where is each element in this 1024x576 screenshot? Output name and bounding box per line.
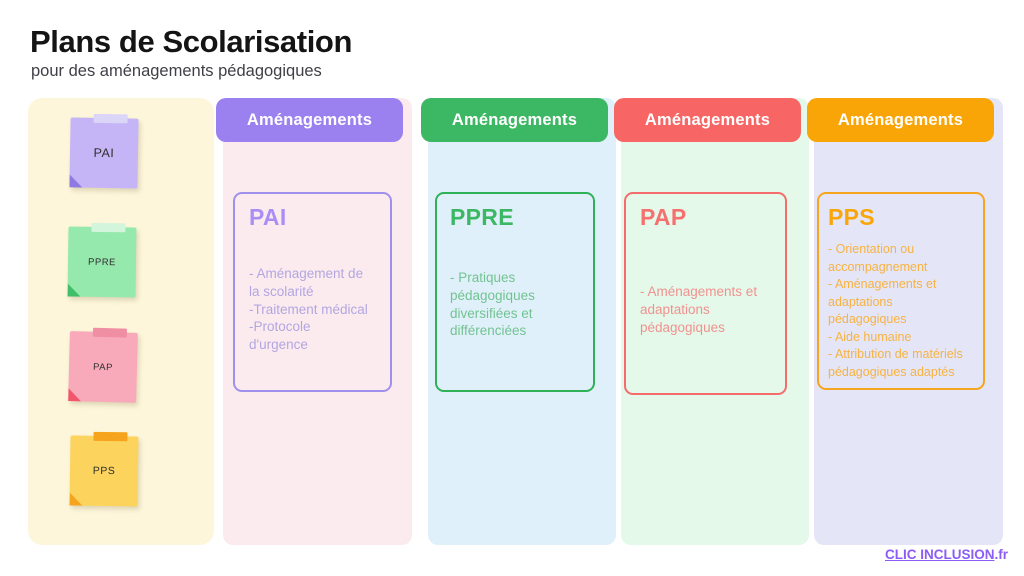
column-ppre: Aménagements PPRE - Pratiques pédagogiqu… — [421, 98, 616, 545]
amenagements-badge: Aménagements — [421, 98, 608, 142]
sticky-note-pap: PAP — [68, 327, 138, 403]
column-pap: Aménagements PAP - Aménagements et adapt… — [614, 98, 809, 545]
page-subtitle: pour des aménagements pédagogiques — [31, 62, 322, 80]
card-title: PPS — [828, 204, 875, 230]
amenagements-badge: Aménagements — [807, 98, 994, 142]
card-body: - Aménagement de la scolarité -Traitemen… — [249, 266, 368, 353]
page-title: Plans de Scolarisation — [30, 24, 352, 59]
badge-label: Aménagements — [837, 110, 964, 129]
amenagements-badge: Aménagements — [614, 98, 801, 142]
plan-card-pps: PPS - Orientation ou accompagnement - Am… — [817, 192, 985, 390]
badge-label: Aménagements — [644, 110, 771, 129]
plan-card-pap: PAP - Aménagements et adaptations pédago… — [624, 192, 787, 395]
card-body: - Aménagements et adaptations pédagogiqu… — [640, 284, 758, 335]
plan-card-ppre: PPRE - Pratiques pédagogiques diversifié… — [435, 192, 595, 392]
sticky-note-pps: PPS — [69, 431, 139, 507]
footer-credit: CLIC INCLUSION.fr — [885, 547, 1008, 562]
column-pps: Aménagements PPS - Orientation ou accomp… — [807, 98, 1003, 545]
card-body: - Pratiques pédagogiques diversifiées et… — [450, 270, 535, 339]
sticky-note-label: PAP — [92, 361, 114, 373]
sticky-notes-panel: PAI PPRE PAP PPS — [28, 98, 214, 545]
card-title: PPRE — [450, 204, 514, 230]
sticky-note-label: PAI — [93, 145, 115, 161]
badge-label: Aménagements — [451, 110, 578, 129]
card-title: PAI — [249, 204, 287, 230]
sticky-note-ppre: PPRE — [67, 222, 137, 298]
card-title: PAP — [640, 204, 687, 230]
sticky-note-label: PPS — [92, 464, 116, 478]
footer-link[interactable]: CLIC INCLUSION — [885, 547, 995, 562]
sticky-note-label: PPRE — [87, 256, 117, 268]
card-body: - Orientation ou accompagnement - Aménag… — [828, 242, 963, 379]
sticky-note-pai: PAI — [69, 113, 139, 189]
column-pai: Aménagements PAI - Aménagement de la sco… — [216, 98, 412, 545]
amenagements-badge: Aménagements — [216, 98, 403, 142]
plan-card-pai: PAI - Aménagement de la scolarité -Trait… — [233, 192, 392, 392]
badge-label: Aménagements — [246, 110, 373, 129]
footer-suffix: .fr — [994, 547, 1009, 562]
